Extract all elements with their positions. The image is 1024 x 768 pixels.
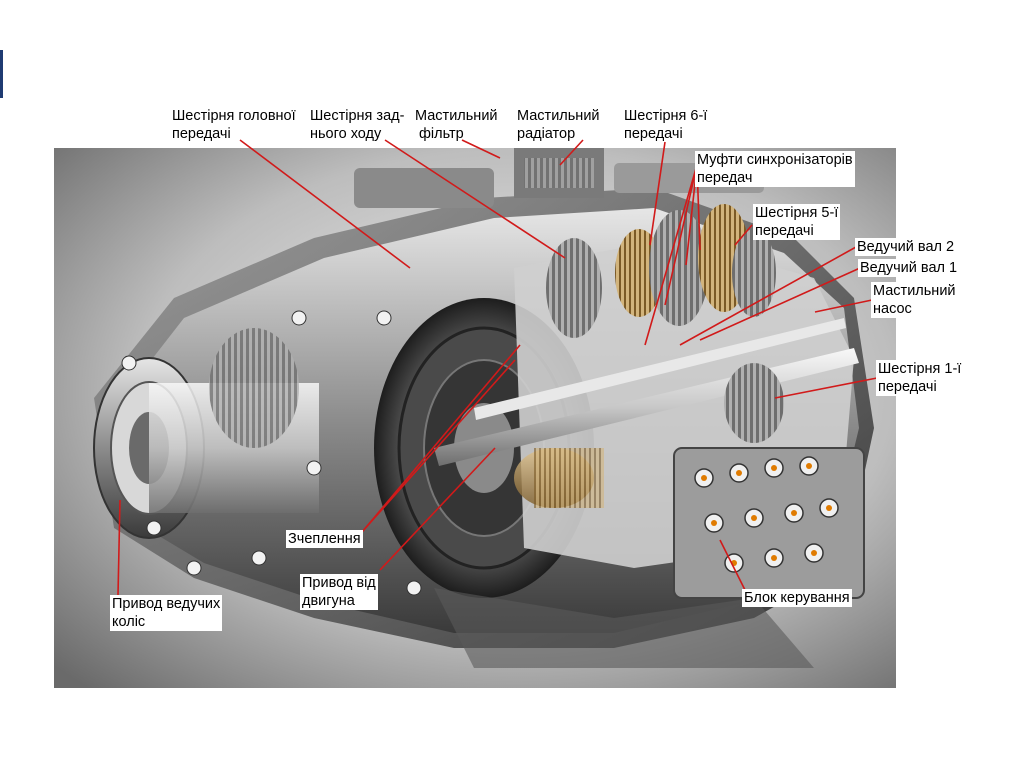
slide-edge-mark — [0, 50, 3, 98]
label-engine-drive: Привод від двигуна — [300, 574, 378, 610]
label-shaft2: Ведучий вал 2 — [855, 238, 957, 256]
label-synchronizer-clutches: Муфти синхронізаторів передач — [695, 151, 855, 187]
label-gear1: Шестірня 1-ї передачі — [876, 360, 964, 396]
label-main-gear: Шестірня головної передачі — [172, 108, 296, 142]
label-oil-pump: Мастильний насос — [871, 282, 958, 318]
label-control-unit: Блок керування — [742, 589, 852, 607]
label-gear6: Шестірня 6-ї передачі — [624, 108, 708, 142]
label-oil-filter: Мастильний фільтр — [415, 108, 498, 142]
label-oil-radiator: Мастильний радіатор — [517, 108, 600, 142]
label-gear5: Шестірня 5-ї передачі — [753, 204, 841, 240]
label-clutch: Зчеплення — [286, 530, 363, 548]
label-shaft1: Ведучий вал 1 — [858, 259, 960, 277]
label-reverse-gear: Шестірня зад- нього ходу — [310, 108, 405, 142]
label-wheel-drive: Привод ведучих коліс — [110, 595, 223, 631]
